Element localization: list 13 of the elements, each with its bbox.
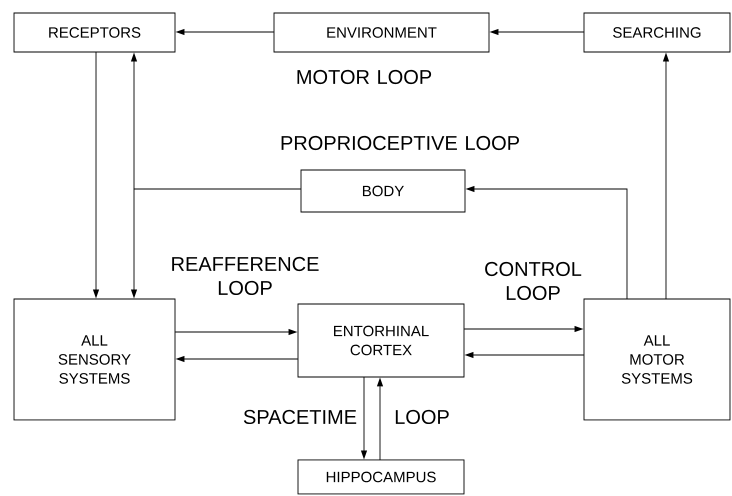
process-box: ENVIRONMENT: [274, 12, 490, 52]
process-box: BODY: [300, 170, 466, 212]
process-box: ALL SENSORY SYSTEMS: [14, 298, 176, 420]
process-box: RECEPTORS: [14, 12, 176, 52]
process-box: ENTORHINAL CORTEX: [298, 304, 464, 378]
loop-label: REAFFERENCE LOOP: [172, 256, 319, 296]
process-box: ALL MOTOR SYSTEMS: [584, 298, 730, 420]
loop-label: LOOP: [396, 410, 449, 424]
loop-label: SPACETIME: [244, 410, 356, 424]
loop-label: CONTROL LOOP: [485, 262, 582, 300]
process-box: HIPPOCAMPUS: [298, 460, 464, 494]
loop-label: PROPRIOCEPTIVE LOOP: [282, 136, 519, 150]
process-box: SEARCHING: [584, 12, 730, 52]
